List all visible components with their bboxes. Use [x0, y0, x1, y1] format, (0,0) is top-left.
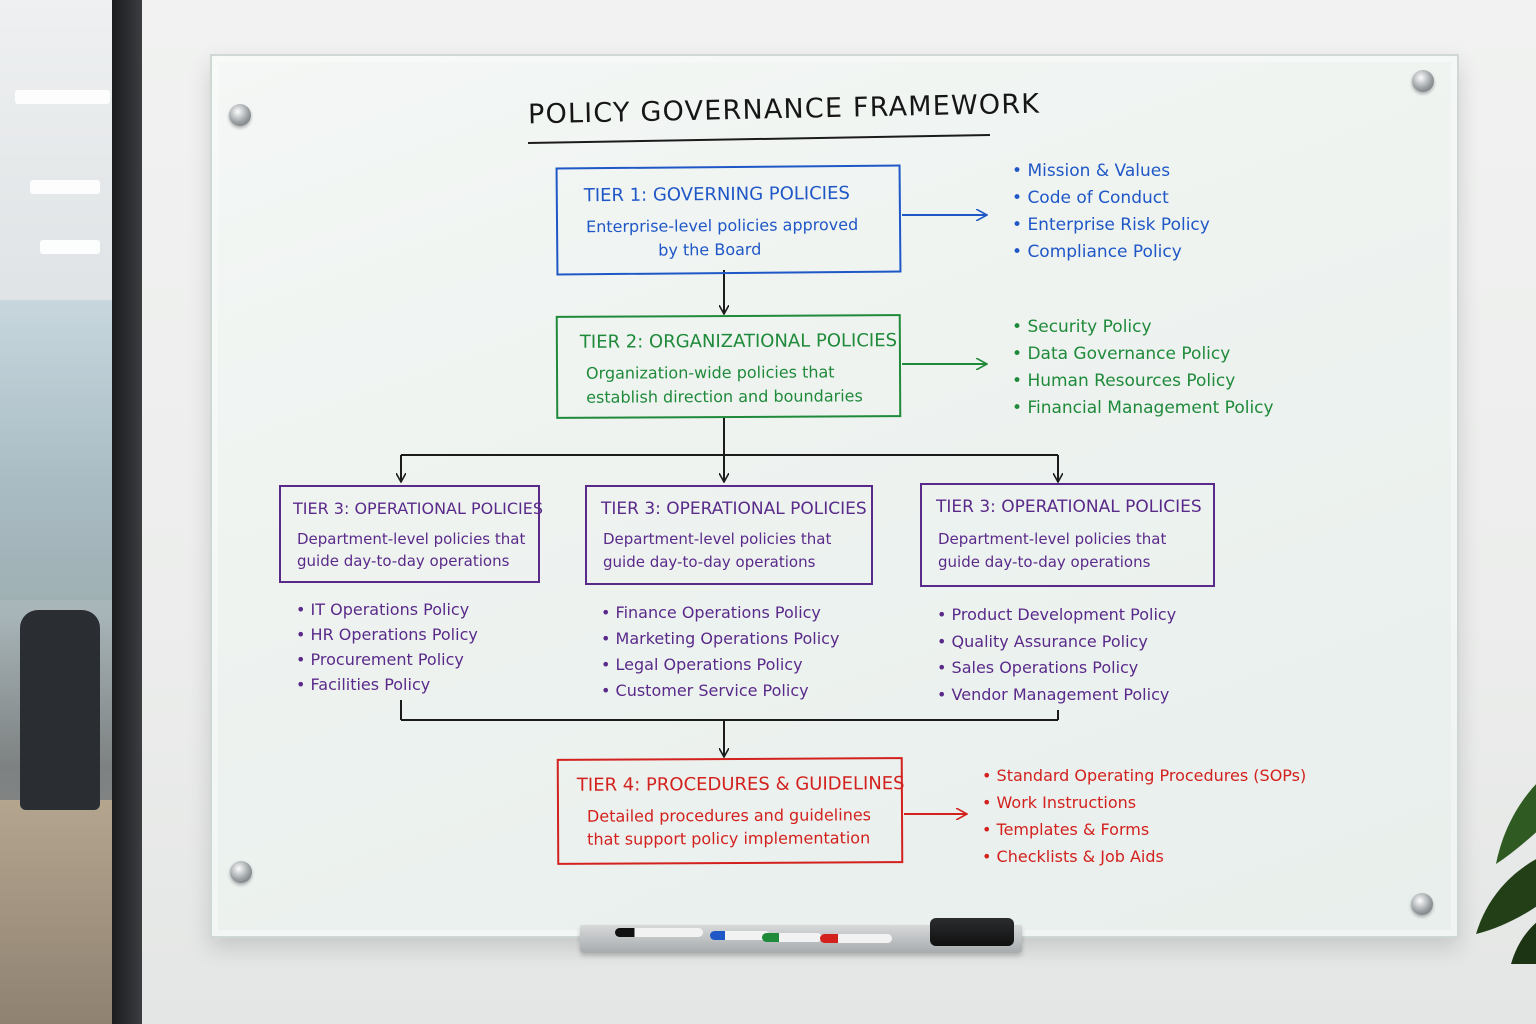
list-item: Human Resources Policy [1012, 368, 1274, 395]
tier2-box: TIER 2: ORGANIZATIONAL POLICIES Organiza… [555, 314, 902, 419]
tier3-description-line2: guide day-to-day operations [297, 552, 510, 570]
green-marker[interactable] [762, 933, 822, 942]
list-item: Standard Operating Procedures (SOPs) [982, 762, 1307, 789]
list-item: Legal Operations Policy [601, 652, 839, 678]
tier3-heading: TIER 3: OPERATIONAL POLICIES [293, 499, 544, 518]
list-item: Data Governance Policy [1012, 341, 1274, 368]
list-item: Compliance Policy [1012, 239, 1210, 266]
office-chair [20, 610, 100, 810]
tier1-heading: TIER 1: GOVERNING POLICIES [583, 182, 850, 207]
ceiling-light [15, 90, 110, 104]
list-item: Quality Assurance Policy [937, 629, 1176, 656]
ceiling-light [40, 240, 100, 254]
office-floor [0, 800, 118, 1024]
tier2-description-line1: Organization-wide policies that [585, 362, 835, 383]
tier2-policy-list: Security Policy Data Governance Policy H… [1012, 314, 1274, 422]
tier3-description-line2: guide day-to-day operations [938, 553, 1151, 571]
tier3-description-line2: guide day-to-day operations [603, 553, 816, 571]
list-item: Work Instructions [982, 789, 1306, 816]
tier3-description-line1: Department-level policies that [297, 530, 526, 548]
list-item: Security Policy [1012, 314, 1274, 341]
tier4-box: TIER 4: PROCEDURES & GUIDELINES Detailed… [556, 757, 905, 865]
tier2-heading: TIER 2: ORGANIZATIONAL POLICIES [579, 330, 898, 353]
list-item: HR Operations Policy [296, 622, 478, 647]
tier1-description-line1: Enterprise-level policies approved [585, 214, 859, 237]
office-background [0, 0, 118, 1024]
tier1-policy-list: Mission & Values Code of Conduct Enterpr… [1012, 158, 1210, 266]
tier3-description-line1: Department-level policies that [938, 530, 1167, 548]
tier3-box-right: TIER 3: OPERATIONAL POLICIES Department-… [920, 483, 1215, 587]
list-item: Enterprise Risk Policy [1012, 212, 1209, 239]
list-item: Checklists & Job Aids [982, 843, 1306, 870]
list-item: Code of Conduct [1012, 185, 1210, 212]
tier4-heading: TIER 4: PROCEDURES & GUIDELINES [576, 773, 905, 796]
black-marker[interactable] [615, 928, 703, 937]
tier3-left-policy-list: IT Operations Policy HR Operations Polic… [296, 597, 478, 697]
standoff-bolt-bottom-left [230, 861, 252, 883]
tier4-description-line2: that support policy implementation [587, 828, 871, 849]
whiteboard-eraser[interactable] [930, 918, 1014, 946]
tier3-right-policy-list: Product Development Policy Quality Assur… [937, 602, 1177, 709]
list-item: Vendor Management Policy [937, 682, 1176, 709]
list-item: Procurement Policy [296, 647, 478, 672]
tier2-description-line2: establish direction and boundaries [586, 386, 863, 407]
tier3-heading: TIER 3: OPERATIONAL POLICIES [601, 499, 867, 519]
list-item: IT Operations Policy [296, 597, 478, 622]
plant-leaves [1476, 784, 1536, 964]
blue-marker[interactable] [710, 931, 770, 940]
tier3-box-center: TIER 3: OPERATIONAL POLICIES Department-… [585, 485, 873, 585]
office-window [0, 300, 112, 600]
tier4-procedure-list: Standard Operating Procedures (SOPs) Wor… [982, 762, 1307, 870]
standoff-bolt-top-right [1412, 70, 1434, 92]
tier4-description-line1: Detailed procedures and guidelines [586, 805, 872, 826]
list-item: Templates & Forms [982, 816, 1306, 843]
tier1-description-line2: by the Board [658, 239, 762, 260]
tier3-box-left: TIER 3: OPERATIONAL POLICIES Department-… [279, 485, 544, 583]
tier3-heading: TIER 3: OPERATIONAL POLICIES [936, 497, 1202, 517]
standoff-bolt-top-left [229, 104, 251, 126]
list-item: Financial Management Policy [1012, 395, 1273, 422]
list-item: Mission & Values [1012, 158, 1210, 185]
red-marker[interactable] [820, 934, 892, 943]
tier3-description-line1: Department-level policies that [603, 530, 832, 548]
list-item: Customer Service Policy [601, 678, 839, 704]
door-frame [112, 0, 142, 1024]
tier3-center-policy-list: Finance Operations Policy Marketing Oper… [601, 600, 840, 704]
tier1-box: TIER 1: GOVERNING POLICIES Enterprise-le… [555, 164, 902, 276]
list-item: Product Development Policy [937, 602, 1177, 629]
list-item: Sales Operations Policy [937, 655, 1176, 682]
ceiling-light [30, 180, 100, 194]
list-item: Marketing Operations Policy [601, 626, 840, 652]
list-item: Finance Operations Policy [601, 600, 839, 626]
list-item: Facilities Policy [296, 672, 478, 697]
standoff-bolt-bottom-right [1411, 893, 1433, 915]
